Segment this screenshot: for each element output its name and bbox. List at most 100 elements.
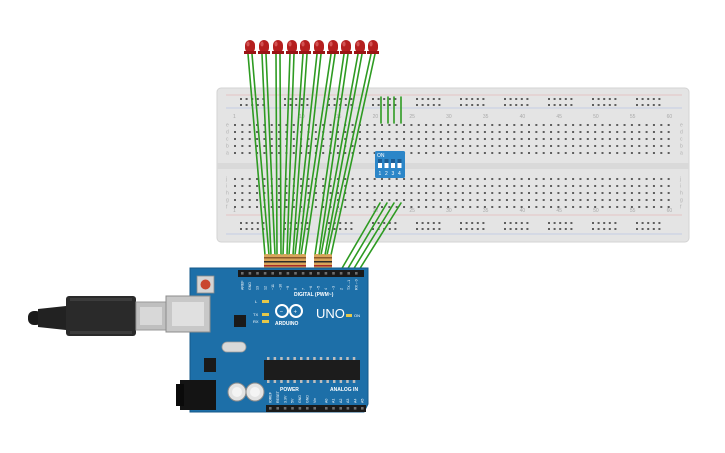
digital-pin[interactable] (324, 272, 328, 275)
power-pin[interactable] (313, 407, 316, 410)
led-wire (324, 53, 363, 256)
led-wire (320, 53, 359, 256)
dip-lever-3[interactable] (391, 159, 395, 168)
power-pin[interactable] (276, 407, 279, 410)
power-pin-label: GND (298, 395, 302, 403)
power-pin-label: GND (306, 395, 310, 403)
arduino-logo: − + (275, 304, 303, 318)
dip-switch-levers[interactable] (378, 159, 402, 168)
breadboard-column-number: 35 (483, 208, 489, 214)
power-pin[interactable] (283, 407, 287, 410)
led-wire (298, 53, 322, 256)
led-wire (318, 53, 349, 256)
wires (247, 53, 402, 271)
analog-pin-label: A3 (346, 399, 350, 403)
digital-pin-label: ~9 (286, 286, 290, 290)
usb-cable (28, 296, 167, 336)
power-pin[interactable] (291, 407, 294, 410)
led-wire (251, 53, 270, 256)
model-label: UNO (316, 306, 345, 321)
digital-pin[interactable] (317, 272, 320, 275)
on-led-label: ON (354, 313, 360, 318)
resistor (314, 254, 320, 270)
power-pin[interactable] (298, 407, 302, 410)
breadboard-column-number: 1 (233, 114, 236, 120)
breadboard-column-number: 55 (630, 114, 636, 120)
breadboard-column-number: 1 (233, 208, 236, 214)
breadboard-column-number: 45 (556, 114, 562, 120)
brand-label: ARDUINO (275, 321, 298, 327)
reset-button[interactable] (196, 275, 215, 294)
analog-header-label: ANALOG IN (330, 387, 358, 393)
digital-pin[interactable] (263, 272, 267, 275)
red-led (327, 40, 339, 54)
svg-text:−: − (280, 310, 284, 316)
analog-pin[interactable] (346, 407, 350, 410)
digital-pin-label: AREF (241, 280, 245, 290)
resistor (300, 254, 306, 270)
digital-pin[interactable] (339, 272, 343, 275)
led-wire (279, 53, 282, 256)
digital-pin-label: ~3 (332, 286, 336, 290)
red-led (340, 40, 352, 54)
digital-pin[interactable] (332, 272, 335, 275)
breadboard-row-letter: e (226, 123, 229, 129)
power-header-label: POWER (280, 387, 299, 393)
resistor (326, 254, 332, 270)
analog-pin-label: A5 (361, 399, 365, 403)
breadboard-column-number: 15 (336, 208, 342, 214)
analog-pin[interactable] (361, 407, 364, 410)
digital-pin[interactable] (301, 272, 305, 275)
led-wire (326, 53, 372, 256)
led-array (244, 40, 379, 54)
dip-wire-bottom (340, 202, 381, 271)
power-pin[interactable] (306, 407, 309, 410)
dip-position-label: 3 (392, 171, 395, 177)
dip-lever-4[interactable] (397, 159, 402, 168)
breadboard-row-letter: j (679, 177, 681, 183)
digital-pin[interactable] (271, 272, 274, 275)
digital-pin[interactable] (347, 272, 350, 275)
analog-pin[interactable] (339, 407, 342, 410)
analog-pin[interactable] (332, 407, 335, 410)
resistor (276, 254, 282, 270)
power-pin-label: IOREF (269, 391, 273, 403)
analog-pin[interactable] (325, 407, 328, 410)
breadboard-row-letter: a (680, 151, 683, 157)
breadboard-column-number: 25 (409, 208, 415, 214)
breadboard-row-letter: f (226, 205, 228, 211)
digital-pin[interactable] (355, 272, 358, 275)
red-led (367, 40, 379, 54)
dip-lever-1[interactable] (378, 159, 382, 168)
digital-pin[interactable] (309, 272, 312, 275)
digital-pin[interactable] (241, 272, 244, 275)
voltage-regulator (204, 358, 216, 372)
breadboard-column-number: 60 (667, 208, 673, 214)
red-led (258, 40, 270, 54)
digital-pin[interactable] (248, 272, 252, 275)
led-wire (330, 53, 376, 256)
resistor (282, 254, 288, 270)
digital-pin[interactable] (294, 272, 297, 275)
breadboard-column-number: 20 (373, 114, 379, 120)
indicator-leds: L TX RX ON (253, 299, 360, 324)
digital-pin-label: ~10 (279, 284, 283, 290)
power-pin[interactable] (269, 407, 272, 410)
analog-pin[interactable] (353, 407, 357, 410)
digital-pin-label: ~6 (309, 286, 313, 290)
led-wire (300, 53, 332, 256)
breadboard-row-letter: c (226, 137, 229, 143)
dip-wire-bottom (358, 202, 402, 271)
digital-header-label: DIGITAL (PWM~) (294, 292, 334, 298)
dip-lever-2[interactable] (384, 159, 389, 168)
digital-pin[interactable] (279, 272, 282, 275)
red-led (354, 40, 366, 54)
red-led (313, 40, 325, 54)
digital-pin[interactable] (256, 272, 259, 275)
digital-pin[interactable] (286, 272, 290, 275)
